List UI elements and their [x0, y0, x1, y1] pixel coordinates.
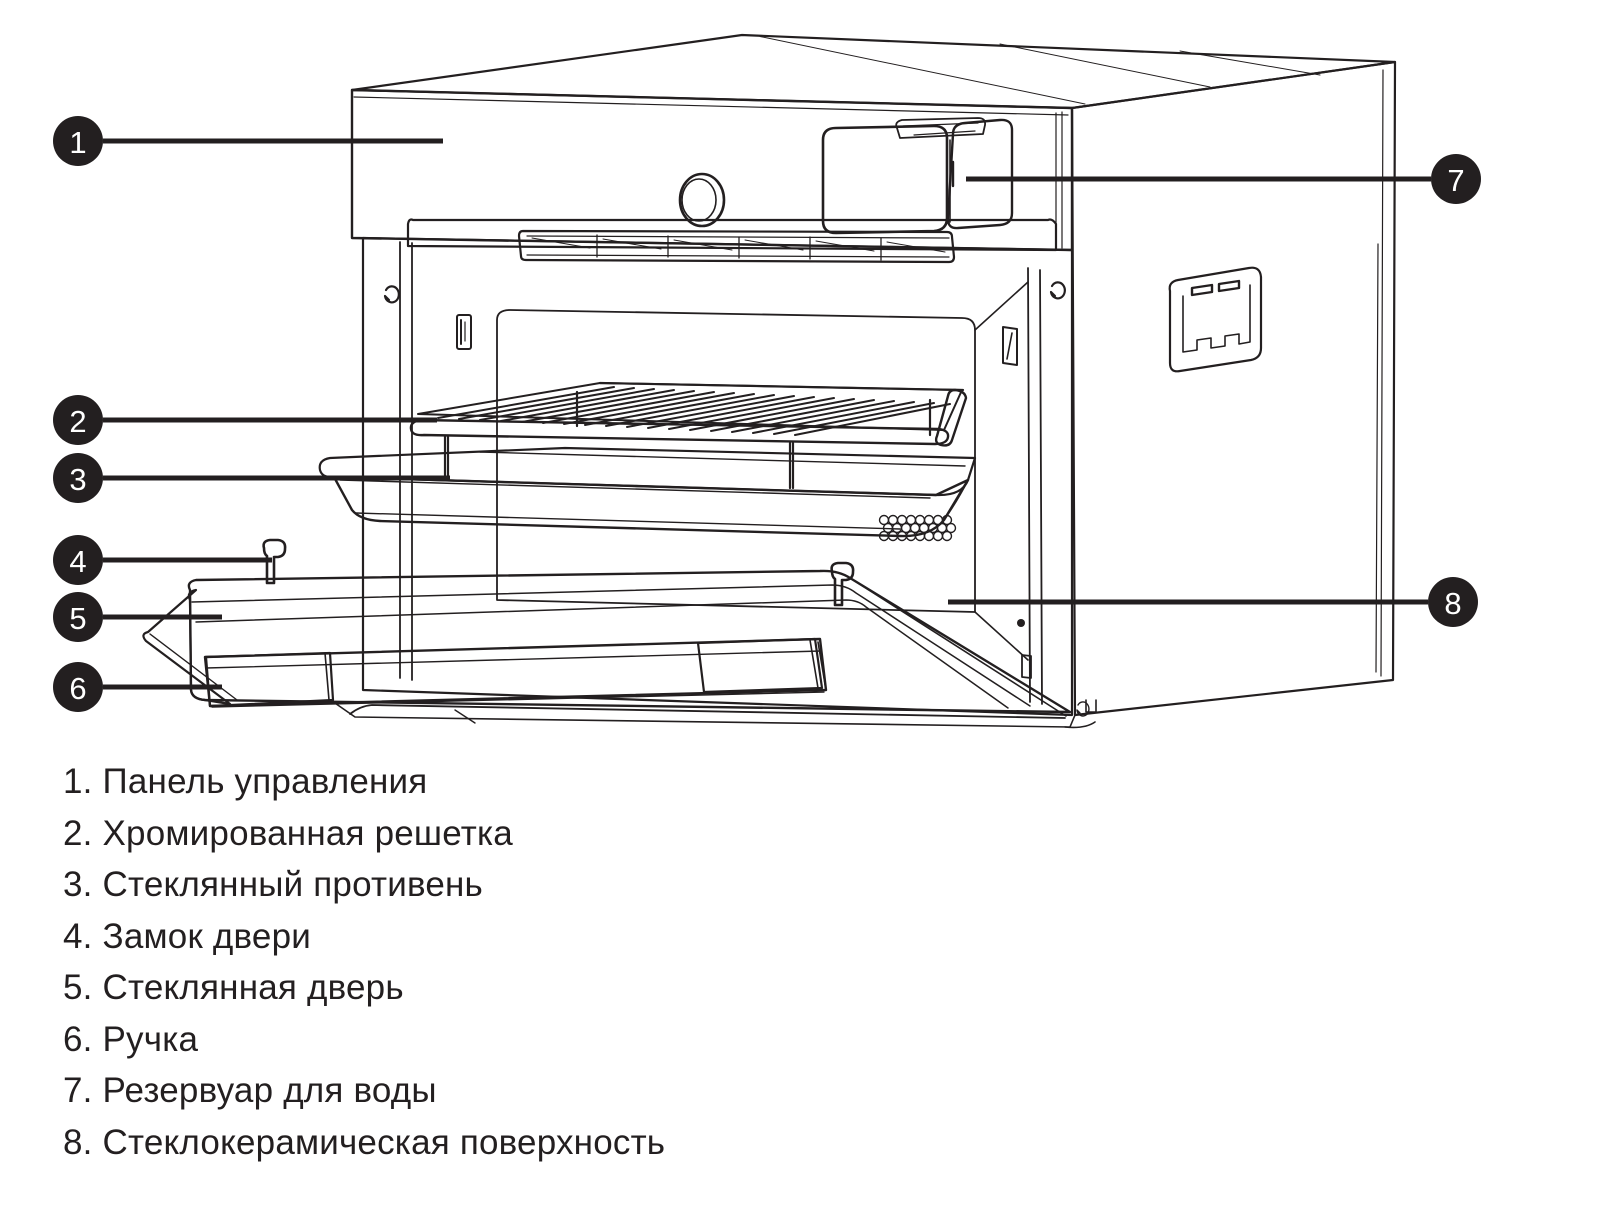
latch-slot-right	[1002, 326, 1018, 366]
callout-marker-3[interactable]: 3	[53, 453, 103, 503]
water-tank[interactable]	[821, 117, 1014, 235]
legend-item-4: 4. Замок двери	[63, 916, 311, 956]
hinge-screw-left	[383, 285, 400, 304]
callout-number-1: 1	[69, 125, 86, 160]
oven-exploded-diagram: 1 2 3 4 5 6 7	[53, 33, 1481, 729]
door-latch-hook	[262, 538, 855, 607]
callout-number-8: 8	[1444, 586, 1461, 621]
legend-item-7: 7. Резервуар для воды	[63, 1071, 437, 1110]
callout-marker-4[interactable]: 4	[53, 535, 103, 585]
legend-item-5: 5. Стеклянная дверь	[63, 968, 404, 1007]
callout-number-5: 5	[69, 601, 86, 636]
callout-number-6: 6	[69, 671, 86, 706]
callout-marker-1[interactable]: 1	[53, 116, 103, 166]
callout-layer: 1 2 3 4 5 6 7	[53, 116, 1481, 712]
legend-item-2: 2. Хромированная решетка	[63, 813, 513, 853]
glass-ceramic-surface	[974, 281, 1029, 661]
door-handle[interactable]	[203, 637, 828, 708]
callout-marker-5[interactable]: 5	[53, 592, 103, 642]
glass-tray[interactable]	[318, 446, 977, 538]
legend-item-8: 8. Стеклокерамическая поверхность	[63, 1122, 666, 1162]
oven-cavity	[361, 236, 1074, 717]
chrome-rack[interactable]	[409, 381, 968, 490]
side-panel-bracket	[1168, 266, 1263, 373]
latch-slot-left	[456, 314, 472, 350]
callout-number-2: 2	[69, 404, 86, 439]
callout-marker-7[interactable]: 7	[1431, 154, 1481, 204]
callout-marker-8[interactable]: 8	[1428, 577, 1478, 627]
legend-item-3: 3. Стеклянный противень	[63, 865, 483, 904]
parts-legend: 1. Панель управления 2. Хромированная ре…	[0, 756, 1600, 1168]
control-knob[interactable]	[678, 172, 726, 228]
oven-body	[350, 33, 1397, 717]
control-panel	[406, 172, 1058, 264]
hinge-screw-right	[1049, 281, 1066, 300]
callout-number-7: 7	[1447, 163, 1464, 198]
glass-door[interactable]	[142, 569, 1072, 717]
callout-marker-6[interactable]: 6	[53, 662, 103, 712]
callout-number-3: 3	[69, 462, 86, 497]
legend-item-1: 1. Панель управления	[63, 762, 428, 801]
legend-item-6: 6. Ручка	[63, 1019, 199, 1059]
callout-marker-2[interactable]: 2	[53, 395, 103, 445]
frame-screw	[1017, 619, 1025, 627]
oven-base	[331, 699, 1097, 729]
callout-number-4: 4	[69, 544, 86, 579]
